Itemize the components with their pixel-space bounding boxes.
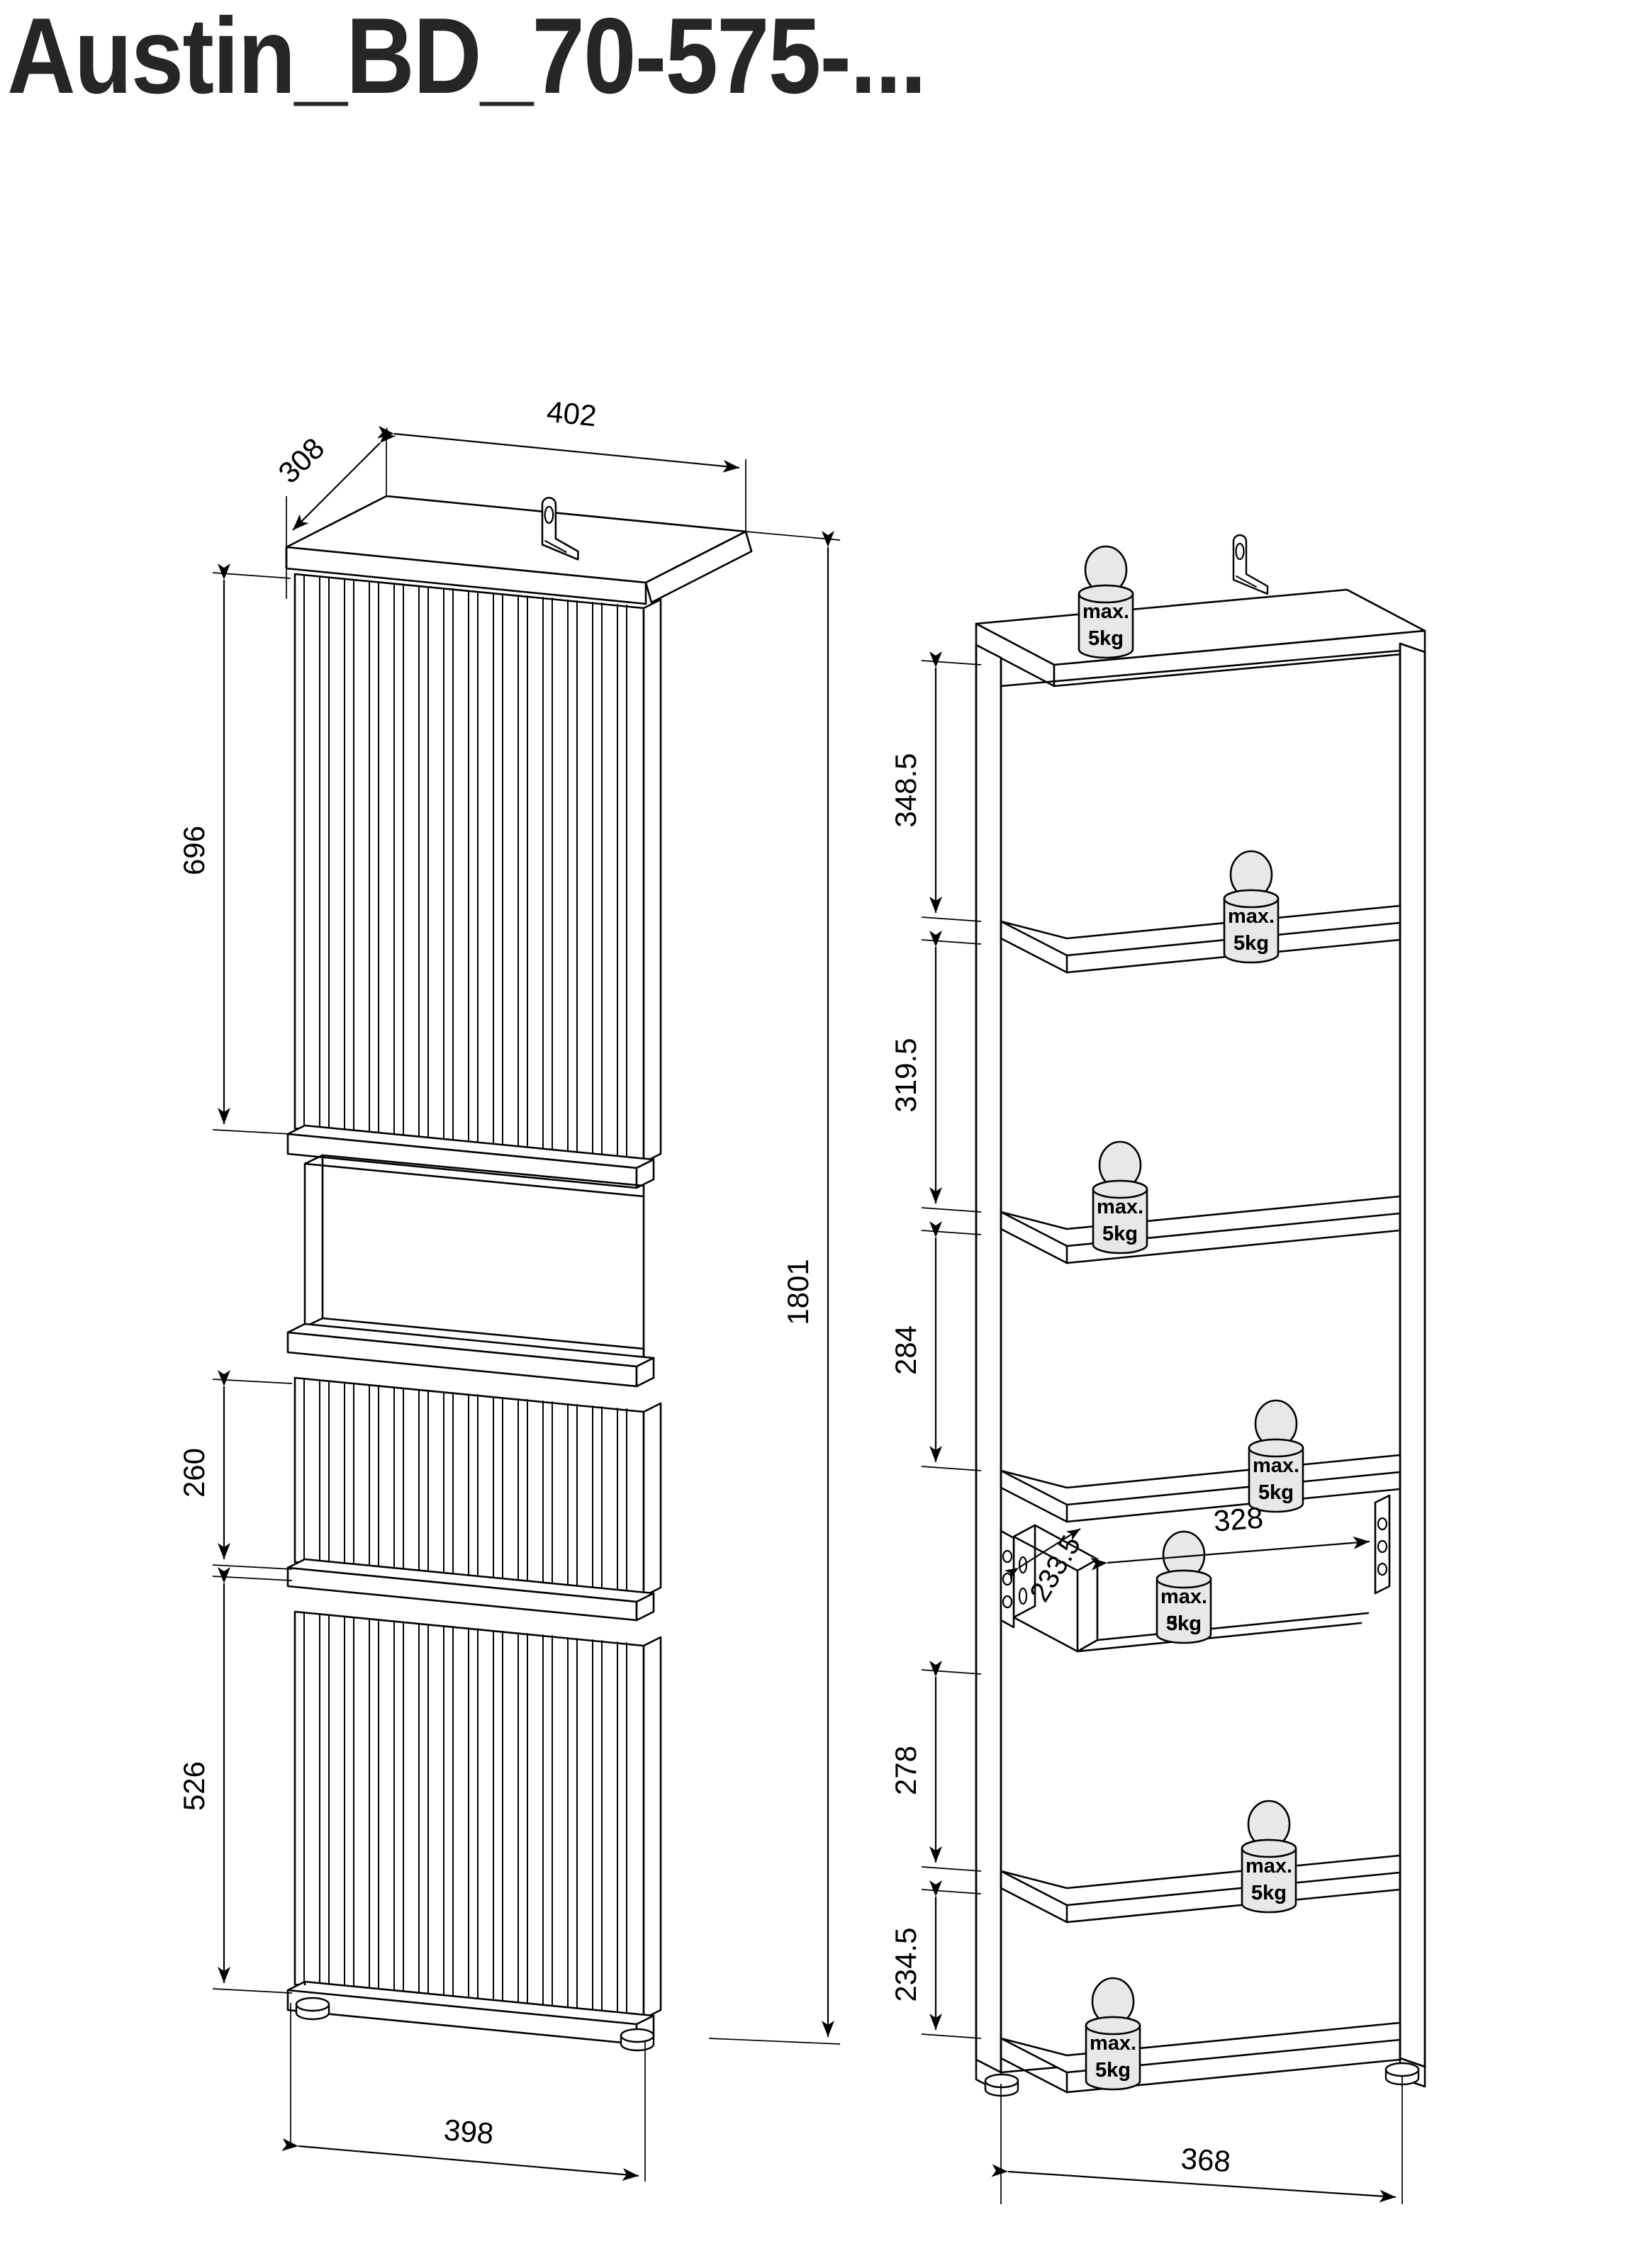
dim-inner-width-368: 368 xyxy=(991,2077,1403,2204)
load-value: 5kg xyxy=(1233,932,1269,955)
dim-comp-348-5: 348.5 xyxy=(889,651,982,922)
right-side-panel xyxy=(1399,642,1426,2068)
load-label-bottom: 5kg xyxy=(1085,1977,1141,2091)
dim-base-width-398: 398 xyxy=(281,2003,646,2182)
load-value: 5kg xyxy=(1088,627,1124,650)
dim-label: 1801 xyxy=(781,1259,815,1325)
dim-label: 696 xyxy=(177,826,211,875)
shelf-2 xyxy=(1000,1195,1401,1264)
load-label-shelf-3: 5kg xyxy=(1248,1399,1304,1513)
dim-label: 319.5 xyxy=(889,1038,922,1112)
load-label-shelf-2: 5kg xyxy=(1092,1140,1148,1254)
dim-label: 526 xyxy=(177,1761,211,1811)
dim-upper-door-696: 696 xyxy=(177,563,291,1135)
wall-mount-bracket-icon xyxy=(1232,534,1269,595)
foot-right-icon xyxy=(620,2028,655,2052)
drawer-runner-right xyxy=(1374,1494,1391,1595)
fluted-drawer-front xyxy=(293,1376,662,1598)
dim-lower-door-526: 526 xyxy=(177,1567,293,1994)
dim-label: 278 xyxy=(889,1746,922,1795)
dim-comp-234-5: 234.5 xyxy=(889,1880,982,2039)
dim-drawer-260: 260 xyxy=(177,1370,293,1570)
open-niche xyxy=(303,1154,645,1361)
dim-label: 348.5 xyxy=(889,753,922,827)
dim-comp-278: 278 xyxy=(889,1661,982,1872)
carcass-back-edges xyxy=(975,644,1426,2074)
load-value: 5kg xyxy=(1251,1882,1287,1904)
load-value: 3kg xyxy=(1166,1612,1202,1635)
drawer-runner-left xyxy=(1000,1529,1015,1629)
dim-label: 328 xyxy=(1212,1500,1265,1537)
upper-fluted-door xyxy=(293,573,662,1164)
divider-panel-lower xyxy=(286,1323,655,1388)
divider-panel-upper xyxy=(286,1124,655,1189)
lower-fluted-door xyxy=(293,1610,662,2020)
top-panel xyxy=(975,588,1426,687)
dim-comp-319-5: 319.5 xyxy=(889,931,982,1213)
dim-label: 260 xyxy=(177,1448,211,1498)
dim-label: 234.5 xyxy=(889,1927,922,2002)
right-view-open-carcass: 5kg 5kg xyxy=(889,534,1426,2204)
page-title: Austin_BD_70-575-... xyxy=(7,0,927,116)
load-value: 5kg xyxy=(1102,1223,1138,1245)
dim-comp-284: 284 xyxy=(889,1221,982,1471)
load-label-shelf-4: 5kg xyxy=(1241,1800,1297,1914)
dim-width-402: 402 xyxy=(377,395,746,551)
shelf-4 xyxy=(1000,1854,1401,1924)
load-label-drawer: 3kg xyxy=(1155,1530,1212,1644)
dim-total-height-1801: 1801 xyxy=(708,531,841,2045)
dim-label: 398 xyxy=(442,2113,495,2150)
foot-left-icon xyxy=(295,1997,330,2021)
load-label-top: 5kg xyxy=(1078,545,1134,659)
dim-label: 308 xyxy=(272,431,330,489)
dim-label: 284 xyxy=(889,1325,922,1375)
dim-label: 402 xyxy=(545,395,598,433)
dim-label: 368 xyxy=(1180,2142,1231,2179)
dim-drawer-width-328: 328 xyxy=(1090,1500,1370,1571)
shelf-1 xyxy=(1000,904,1401,974)
bottom-panel xyxy=(975,2021,1426,2094)
load-label-shelf-1: 5kg xyxy=(1223,850,1280,964)
load-value: 5kg xyxy=(1258,1481,1294,1504)
shelf-3 xyxy=(1000,1454,1401,1523)
left-view-closed-cabinet: 308 402 xyxy=(177,395,841,2182)
load-value: 5kg xyxy=(1095,2059,1131,2082)
left-side-panel xyxy=(975,644,1002,2074)
foot-left-icon xyxy=(984,2073,1019,2097)
divider-panel-bottom xyxy=(286,1558,655,1622)
